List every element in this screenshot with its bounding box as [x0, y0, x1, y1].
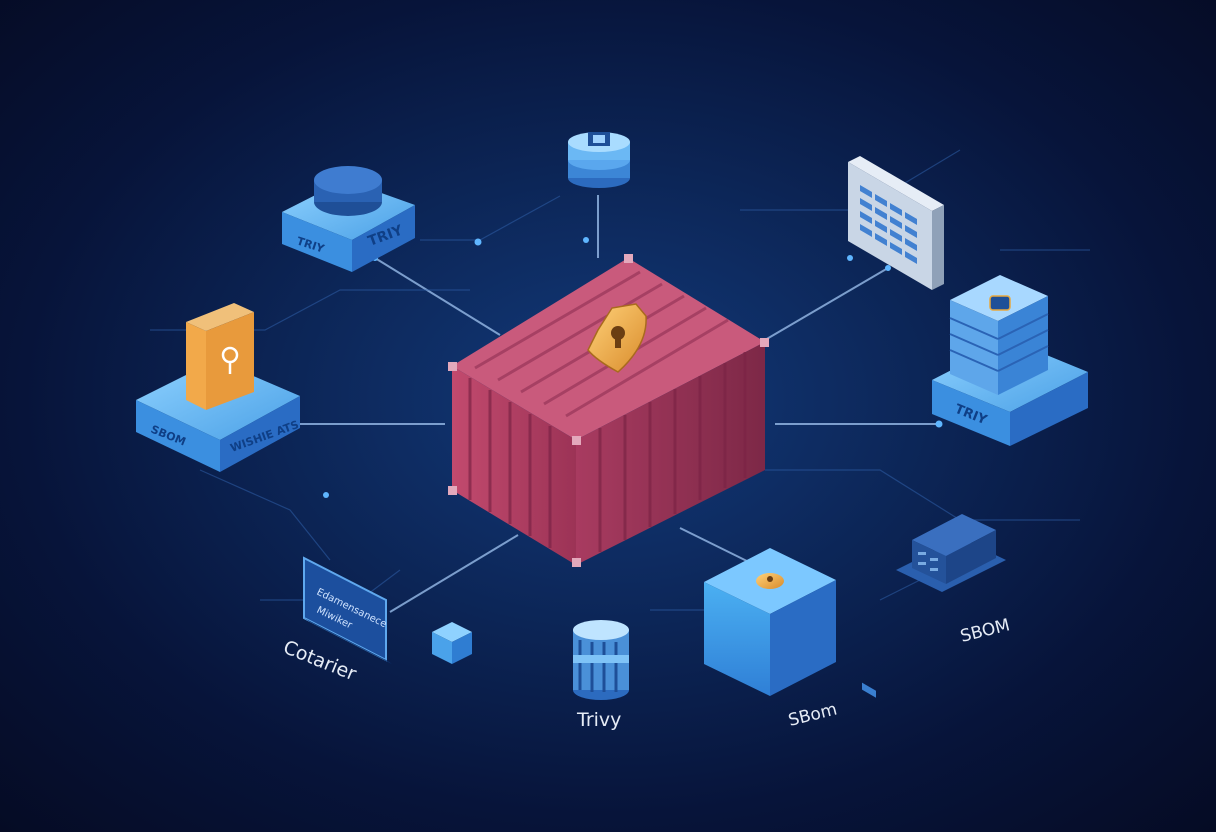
- server-small[interactable]: [896, 514, 1006, 592]
- container-label: Cotarier: [280, 636, 359, 685]
- database-bottom[interactable]: [573, 620, 629, 700]
- document-icon: [186, 303, 254, 410]
- sbom-label-right: SBOM: [958, 615, 1012, 647]
- database-icon[interactable]: [568, 132, 630, 188]
- server-rack-icon[interactable]: [932, 275, 1088, 446]
- connector-lines: [300, 195, 940, 613]
- shield-lock-icon: [587, 303, 647, 373]
- terminal-screen[interactable]: [303, 556, 392, 664]
- report-panel[interactable]: [848, 156, 944, 698]
- sbom-label-bottom: SBom: [786, 699, 839, 730]
- trivy-label-bottom: Trivy: [576, 709, 621, 731]
- lock-icon: [756, 573, 784, 589]
- cube-icon: [432, 622, 472, 664]
- shipping-container[interactable]: [448, 254, 769, 567]
- sbom-cube[interactable]: [704, 548, 836, 696]
- trivy-node-top-left[interactable]: [282, 166, 415, 272]
